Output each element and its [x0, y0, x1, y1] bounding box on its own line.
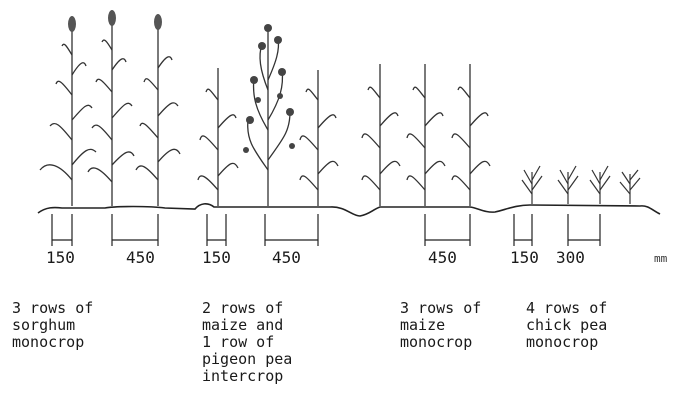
spacing-value: 150 [202, 250, 231, 266]
spacing-value: 450 [428, 250, 457, 266]
group-caption-maize: 3 rows of maize monocrop [400, 300, 481, 351]
pigeon-pea-plant [248, 26, 290, 206]
group-caption-sorghum: 3 rows of sorghum monocrop [12, 300, 93, 351]
spacing-value: 450 [272, 250, 301, 266]
spacing-value: 450 [126, 250, 155, 266]
dimension-bracket [207, 214, 226, 246]
sorghum-plant [136, 24, 180, 206]
chick-pea-plant [558, 166, 578, 204]
maize-plant [300, 70, 338, 206]
maize-plant [452, 64, 490, 206]
dimension-bracket [568, 214, 600, 246]
maize-plant [198, 68, 238, 206]
chick-pea-plant [620, 170, 640, 204]
dimension-bracket [514, 214, 532, 246]
group-caption-intercrop: 2 rows of maize and 1 row of pigeon pea … [202, 300, 292, 385]
ground-line [38, 204, 660, 216]
dimension-bracket [112, 214, 158, 246]
chick-pea-plant [590, 166, 610, 204]
sorghum-seedhead [68, 16, 76, 32]
spacing-value: 150 [510, 250, 539, 266]
unit-label: mm [654, 253, 667, 265]
sorghum-seedhead [108, 10, 116, 26]
dimension-bracket [265, 214, 318, 246]
dimension-bracket [425, 214, 470, 246]
maize-plant [407, 64, 445, 206]
dimension-bracket [52, 214, 72, 246]
spacing-value: 150 [46, 250, 75, 266]
chick-pea-plant [522, 166, 542, 204]
spacing-value: 300 [556, 250, 585, 266]
sorghum-plant [40, 26, 96, 206]
sorghum-plant [88, 20, 134, 206]
group-caption-chickpea: 4 rows of chick pea monocrop [526, 300, 607, 351]
pigeon-pea-foliage [243, 24, 295, 153]
maize-plant [362, 64, 400, 206]
sorghum-seedhead [154, 14, 162, 30]
